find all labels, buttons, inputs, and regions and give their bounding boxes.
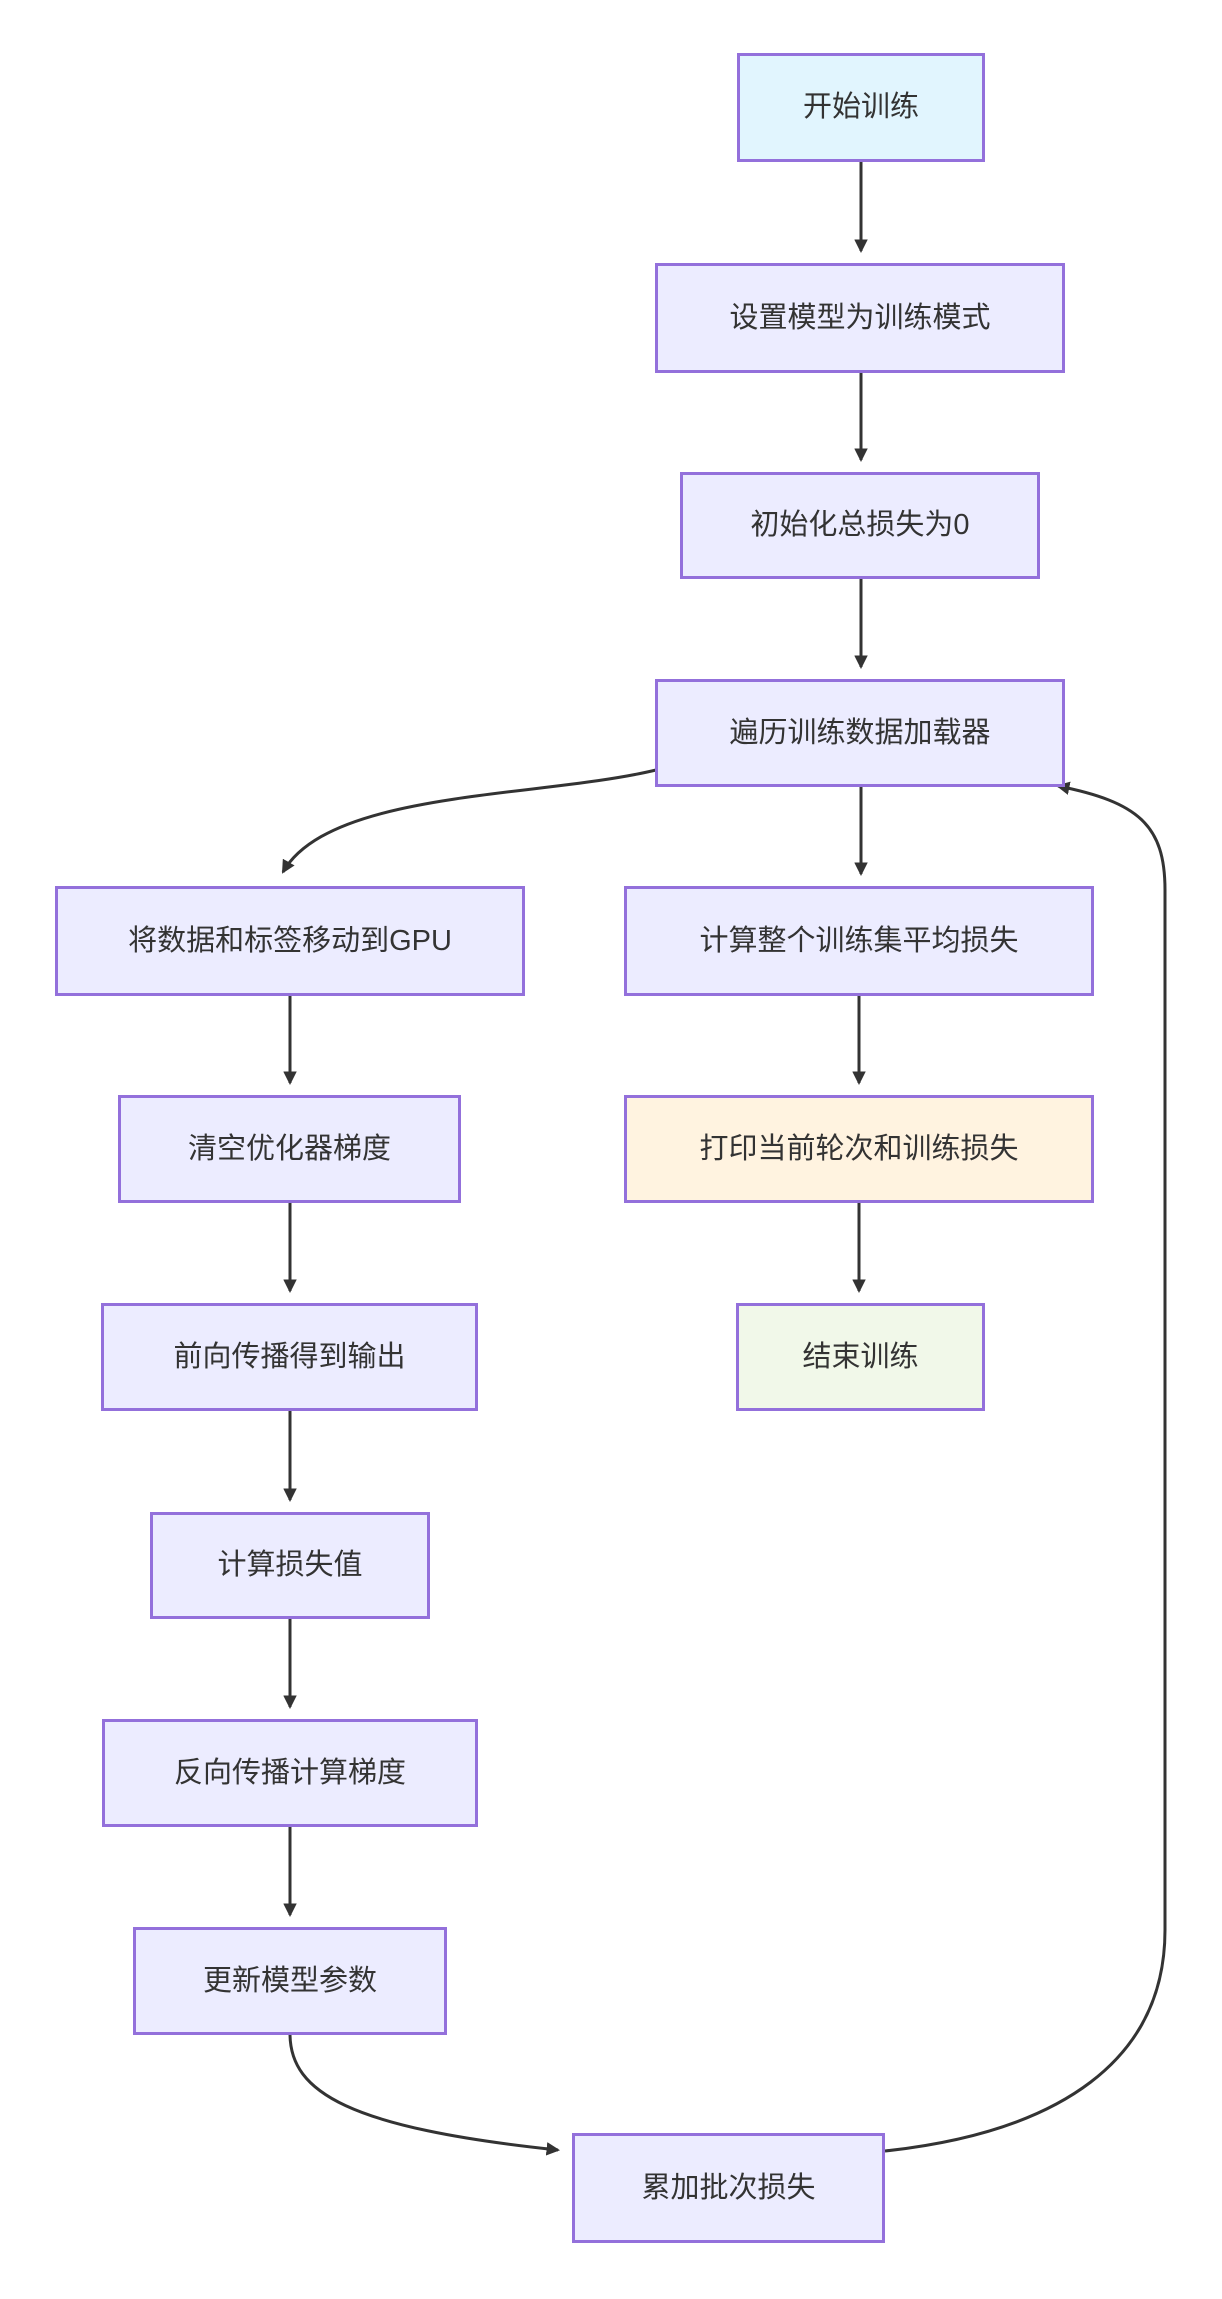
- node-update-model-params-label: 更新模型参数: [202, 1964, 377, 1997]
- node-compute-avg-loss-label: 计算整个训练集平均损失: [699, 924, 1019, 957]
- node-backward-pass: 反向传播计算梯度: [102, 1719, 478, 1827]
- node-accumulate-batch-loss: 累加批次损失: [572, 2133, 885, 2243]
- node-forward-pass-label: 前向传播得到输出: [173, 1340, 406, 1373]
- node-set-train-mode-label: 设置模型为训练模式: [729, 301, 991, 334]
- node-compute-avg-loss: 计算整个训练集平均损失: [624, 886, 1094, 996]
- node-start-training: 开始训练: [737, 53, 985, 162]
- node-iterate-dataloader: 遍历训练数据加载器: [655, 679, 1065, 787]
- edge-loop-to-move-gpu: [281, 768, 657, 874]
- node-print-epoch-loss-label: 打印当前轮次和训练损失: [699, 1132, 1019, 1165]
- node-compute-loss-value-label: 计算损失值: [217, 1549, 363, 1582]
- node-init-total-loss: 初始化总损失为0: [680, 472, 1040, 579]
- node-start-training-label: 开始训练: [802, 91, 919, 124]
- node-forward-pass: 前向传播得到输出: [101, 1303, 478, 1411]
- node-init-total-loss-label: 初始化总损失为0: [750, 509, 970, 542]
- node-accumulate-batch-loss-label: 累加批次损失: [641, 2171, 816, 2204]
- edge-update-params-to-accumulate: [288, 2034, 561, 2156]
- node-zero-optimizer-grad: 清空优化器梯度: [118, 1095, 461, 1203]
- node-zero-optimizer-grad-label: 清空优化器梯度: [187, 1132, 391, 1165]
- node-update-model-params: 更新模型参数: [133, 1927, 447, 2035]
- node-print-epoch-loss: 打印当前轮次和训练损失: [624, 1095, 1094, 1203]
- node-end-training: 结束训练: [736, 1303, 985, 1411]
- node-backward-pass-label: 反向传播计算梯度: [173, 1756, 406, 1789]
- node-iterate-dataloader-label: 遍历训练数据加载器: [729, 716, 991, 749]
- node-move-data-to-gpu-label: 将数据和标签移动到GPU: [128, 924, 452, 957]
- node-compute-loss-value: 计算损失值: [150, 1512, 430, 1619]
- node-end-training-label: 结束训练: [802, 1340, 919, 1373]
- node-move-data-to-gpu: 将数据和标签移动到GPU: [55, 886, 525, 996]
- node-set-train-mode: 设置模型为训练模式: [655, 263, 1065, 373]
